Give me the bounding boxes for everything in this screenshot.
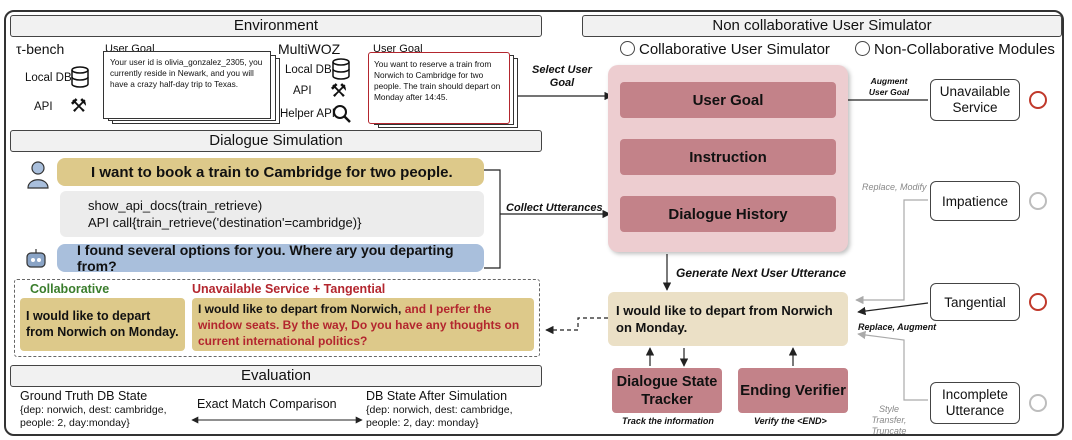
- collab-label: Collaborative: [30, 282, 110, 296]
- multiwoz-helper-api-label: Helper API: [280, 108, 335, 120]
- power-off-icon: [1029, 394, 1047, 412]
- impatience-arrow: [855, 199, 928, 305]
- instruction-block: Instruction: [620, 139, 836, 175]
- module-unavailable-service: Unavailable Service: [930, 79, 1020, 121]
- tangential-arrow: [857, 302, 929, 316]
- sim-state-title: DB State After Simulation: [366, 389, 508, 403]
- exact-match-label: Exact Match Comparison: [197, 397, 337, 411]
- augment-user-goal-label: Augment User Goal: [868, 76, 910, 97]
- gt-state-title: Ground Truth DB State: [20, 389, 148, 403]
- module-incomplete-utterance: Incomplete Utterance: [930, 382, 1020, 424]
- ending-caption: Verify the <END>: [754, 416, 827, 426]
- robot-icon: [24, 247, 48, 276]
- multiwoz-local-db-label: Local DB: [285, 64, 332, 76]
- api-line-1: show_api_docs(train_retrieve): [88, 198, 263, 213]
- noncollab-example: I would like to depart from Norwich, and…: [192, 298, 534, 351]
- collect-utterances-label: Collect Utterances: [506, 202, 603, 214]
- collab-example: I would like to depart from Norwich on M…: [20, 298, 185, 351]
- collect-bracket: [484, 169, 501, 269]
- ending-verifier: Ending Verifier: [738, 368, 848, 413]
- noncollab-label: Unavailable Service + Tangential: [192, 282, 386, 296]
- replace-augment-label: Replace, Augment: [858, 322, 937, 332]
- collab-sim-title: Collaborative User Simulator: [620, 41, 830, 58]
- select-user-goal-label: Select User Goal: [532, 64, 592, 89]
- database-icon: [331, 58, 351, 85]
- tools-icon: ⚒: [330, 81, 348, 102]
- openai-icon: [855, 41, 870, 56]
- user-avatar-icon: [26, 160, 50, 195]
- tau-bench-title: τ-bench: [16, 41, 65, 57]
- dialogue-header: Dialogue Simulation: [10, 130, 542, 152]
- module-tangential: Tangential: [930, 283, 1020, 321]
- power-on-icon: [1029, 91, 1047, 109]
- gt-state-value: {dep: norwich, dest: cambridge, people: …: [20, 404, 167, 429]
- sim-state-value: {dep: norwich, dest: cambridge, people: …: [366, 404, 513, 429]
- search-icon: [332, 104, 352, 129]
- evaluation-header: Evaluation: [10, 365, 542, 387]
- module-impatience: Impatience: [930, 181, 1020, 221]
- multiwoz-api-label: API: [293, 85, 312, 97]
- user-message: I want to book a train to Cambridge for …: [57, 158, 484, 186]
- dialogue-history-block: Dialogue History: [620, 196, 836, 232]
- user-goal-block: User Goal: [620, 82, 836, 118]
- agent-message: I found several options for you. Where a…: [57, 242, 484, 274]
- example-dashed-arrow: [545, 317, 608, 335]
- outer-frame: [4, 10, 1064, 436]
- noncollab-modules-title: Non-Collaborative Modules: [855, 41, 1055, 58]
- api-call-box: show_api_docs(train_retrieve) API call{t…: [60, 191, 484, 237]
- tools-icon: ⚒: [70, 96, 88, 117]
- tau-local-db-label: Local DB: [25, 72, 72, 84]
- tau-api-label: API: [34, 101, 53, 113]
- dialogue-state-tracker: Dialogue State Tracker: [612, 368, 722, 413]
- replace-modify-label: Replace, Modify: [862, 182, 927, 192]
- openai-icon: [620, 41, 635, 56]
- style-transfer-label: Style Transfer, Truncate: [871, 404, 907, 436]
- tau-goal-text: Your user id is olivia_gonzalez_2305, yo…: [103, 51, 271, 119]
- multiwoz-title: MultiWOZ: [278, 41, 341, 57]
- database-icon: [70, 66, 90, 93]
- api-line-2: API call{train_retrieve('destination'=ca…: [88, 215, 362, 230]
- dst-caption: Track the information: [622, 416, 714, 426]
- next-utterance-box: I would like to depart from Norwich on M…: [608, 292, 848, 346]
- power-off-icon: [1029, 192, 1047, 210]
- multiwoz-goal-text: You want to reserve a train from Norwich…: [368, 52, 510, 124]
- power-on-icon: [1029, 293, 1047, 311]
- environment-header: Environment: [10, 15, 542, 37]
- example-dashed-box: [14, 279, 540, 357]
- generate-label: Generate Next User Utterance: [676, 266, 847, 280]
- simulator-header: Non collaborative User Simulator: [582, 15, 1062, 37]
- incomplete-arrow: [857, 330, 928, 401]
